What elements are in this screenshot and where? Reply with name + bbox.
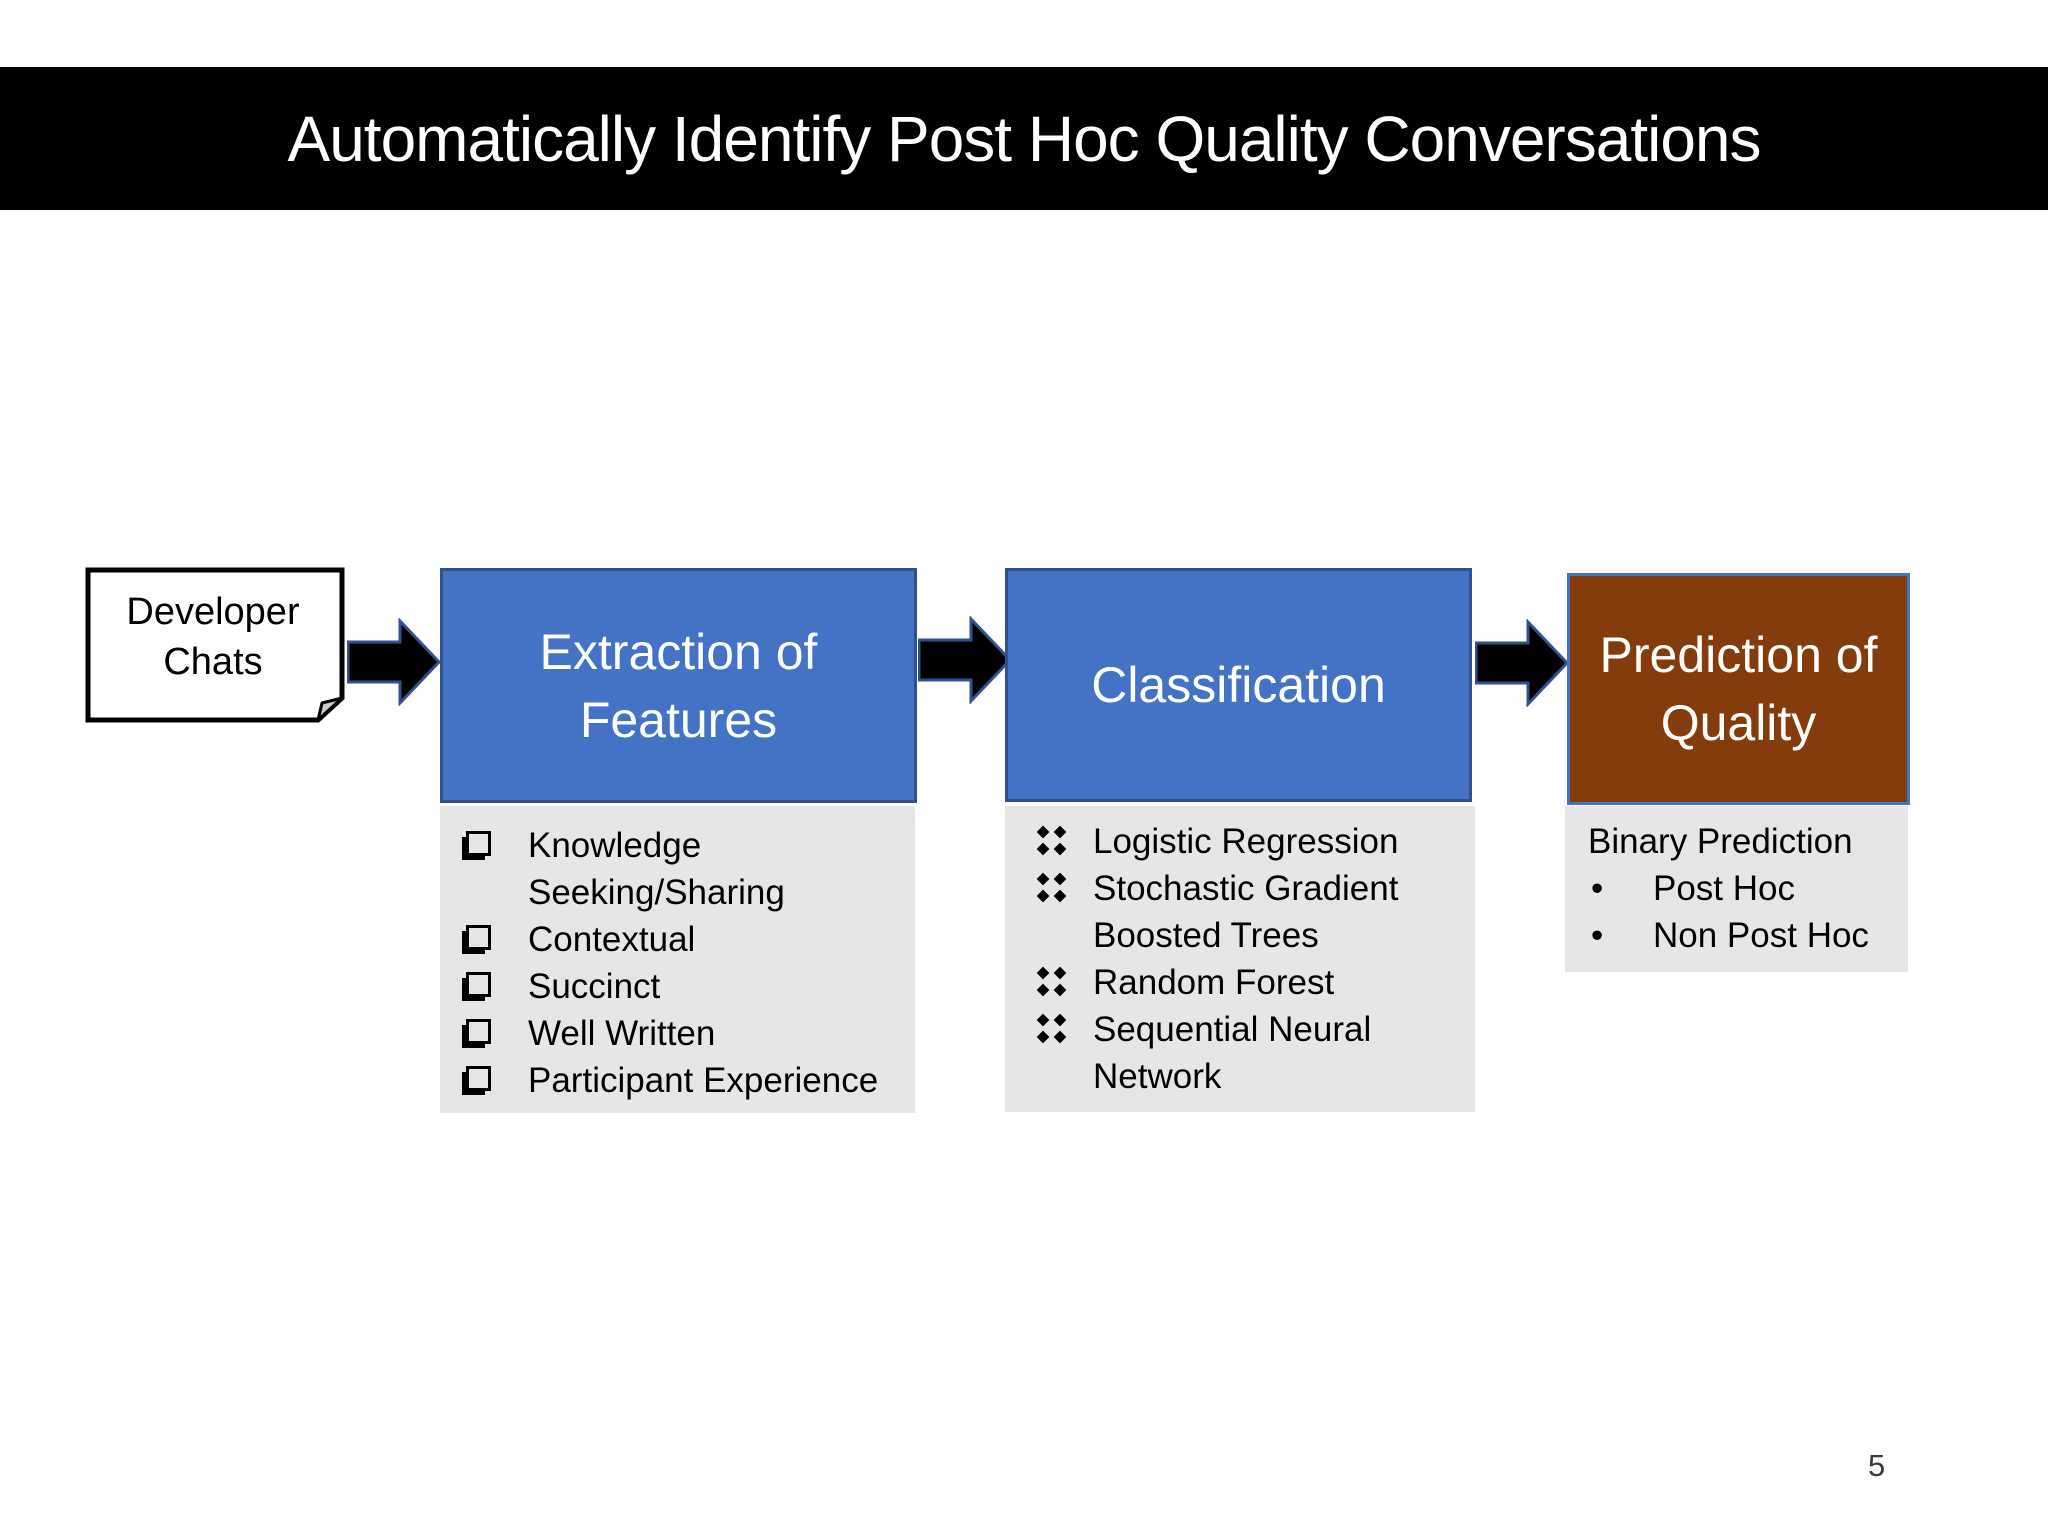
list-item: Contextual <box>440 916 915 963</box>
list-item-label: Succinct <box>528 967 661 1006</box>
list-item-label: Sequential Neural Network <box>1093 1010 1372 1096</box>
stage-box-prediction[interactable]: Prediction of Quality <box>1567 573 1910 805</box>
stage-title-extraction: Extraction of Features <box>539 623 818 748</box>
prediction-list: • Post Hoc • Non Post Hoc <box>1565 865 1908 959</box>
diamond-bullet-icon <box>1045 975 1058 988</box>
stage-panel-classification: Logistic Regression Stochastic Gradient … <box>1005 806 1475 1112</box>
list-item: • Non Post Hoc <box>1565 912 1908 959</box>
stage-title-classification: Classification <box>1091 657 1386 713</box>
stage-panel-extraction: Knowledge Seeking/Sharing Contextual Suc… <box>440 806 915 1113</box>
list-item: Logistic Regression <box>1005 818 1475 865</box>
stage-title-prediction: Prediction of Quality <box>1599 627 1878 751</box>
flow-arrow-icon <box>1475 619 1570 707</box>
prediction-list-header: Binary Prediction <box>1588 822 1853 861</box>
checkbox-bullet-icon <box>466 925 491 950</box>
diamond-bullet-icon <box>1045 834 1058 847</box>
list-item-label: Well Written <box>528 1014 716 1053</box>
diamond-bullet-icon <box>1045 881 1058 894</box>
list-item-label: Contextual <box>528 920 696 959</box>
developer-chats-label: Developer Chats <box>126 591 300 683</box>
feature-list: Knowledge Seeking/Sharing Contextual Suc… <box>440 822 915 1104</box>
list-item-label: Stochastic Gradient Boosted Trees <box>1093 869 1399 955</box>
stage-panel-prediction: Binary Prediction • Post Hoc • Non Post Ho… <box>1565 806 1908 972</box>
classifier-list: Logistic Regression Stochastic Gradient … <box>1005 818 1475 1100</box>
list-item-label: Knowledge Seeking/Sharing <box>528 826 785 912</box>
checkbox-bullet-icon <box>466 1019 491 1044</box>
list-item: Knowledge Seeking/Sharing <box>440 822 915 916</box>
diamond-bullet-icon <box>1045 1022 1058 1035</box>
stage-box-extraction[interactable]: Extraction of Features <box>440 568 917 803</box>
dot-bullet-icon: • <box>1591 916 1604 955</box>
list-item-label: Non Post Hoc <box>1653 916 1869 955</box>
dot-bullet-icon: • <box>1591 869 1604 908</box>
list-item: Sequential Neural Network <box>1005 1006 1475 1100</box>
list-item: Well Written <box>440 1010 915 1057</box>
list-item-label: Post Hoc <box>1653 869 1795 908</box>
list-item: • Post Hoc <box>1565 865 1908 912</box>
slide-title: Automatically Identify Post Hoc Quality … <box>287 102 1762 175</box>
checkbox-bullet-icon <box>466 972 491 997</box>
list-item: Participant Experience <box>440 1057 915 1104</box>
developer-chats-note[interactable]: Developer Chats <box>85 567 345 723</box>
checkbox-bullet-icon <box>466 1066 491 1091</box>
list-item-label: Participant Experience <box>528 1061 879 1100</box>
title-bar: Automatically Identify Post Hoc Quality … <box>0 67 2048 210</box>
page-number: 5 <box>1868 1448 1886 1483</box>
checkbox-bullet-icon <box>466 831 491 856</box>
list-item: Stochastic Gradient Boosted Trees <box>1005 865 1475 959</box>
flow-arrow-icon <box>347 618 442 706</box>
list-item: Random Forest <box>1005 959 1475 1006</box>
list-item-label: Logistic Regression <box>1093 822 1399 861</box>
list-item-label: Random Forest <box>1093 963 1335 1002</box>
folded-note-icon <box>85 567 345 723</box>
stage-box-classification[interactable]: Classification <box>1005 568 1472 802</box>
list-item: Succinct <box>440 963 915 1010</box>
flow-arrow-icon <box>918 616 1013 704</box>
